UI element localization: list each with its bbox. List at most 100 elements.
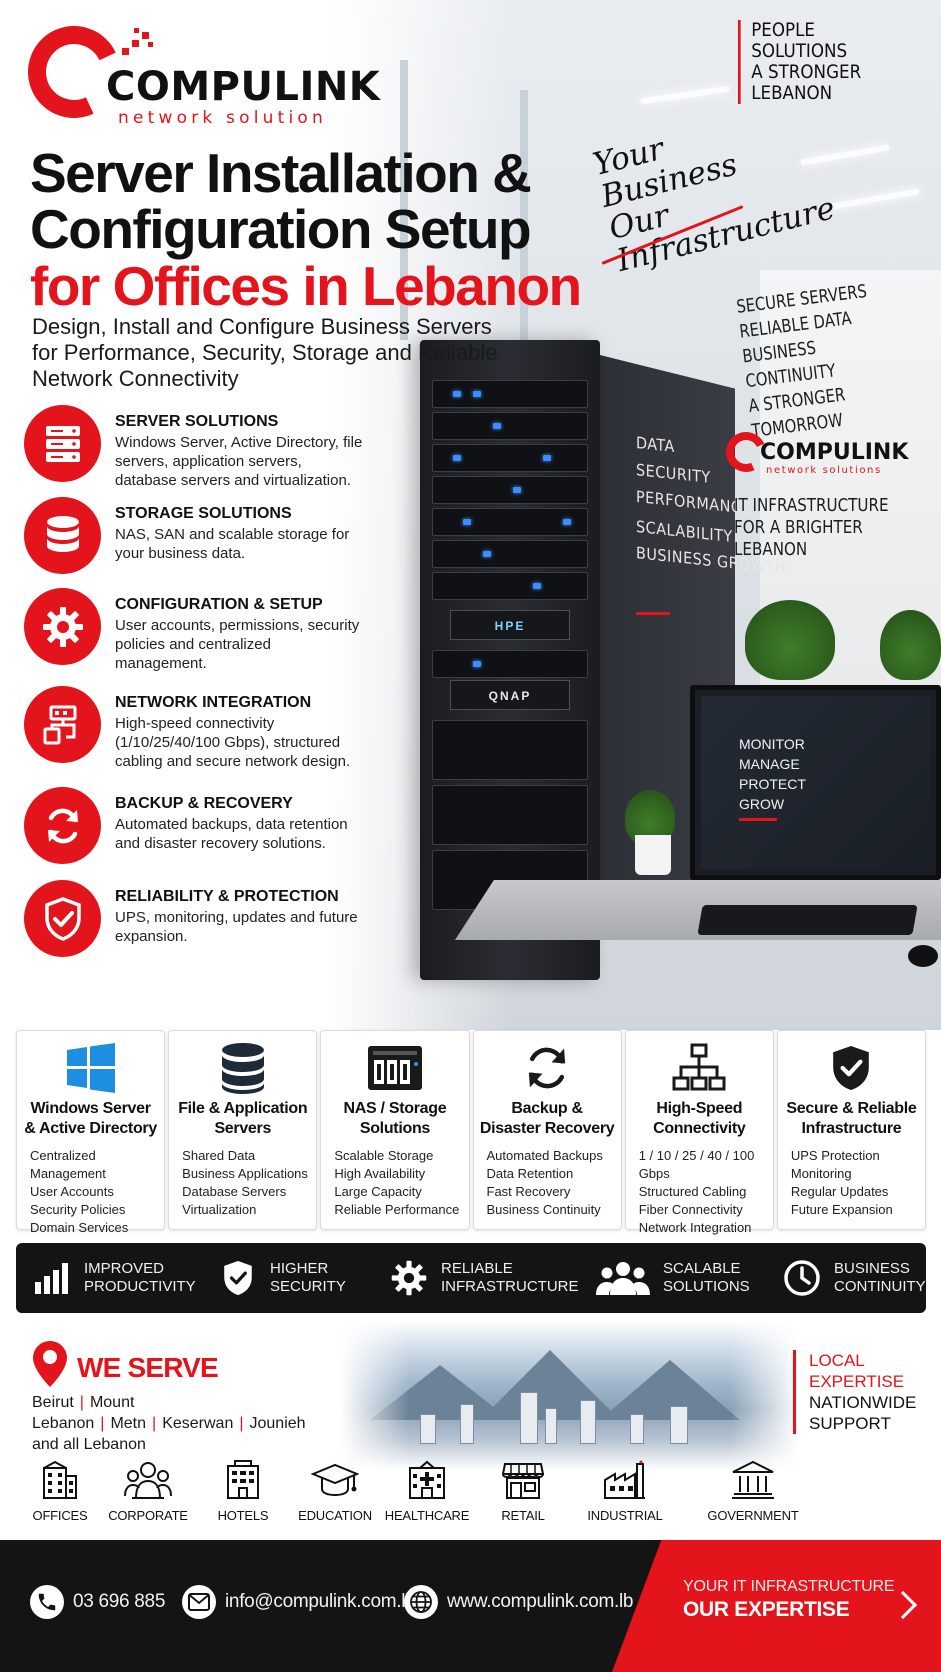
footer: 03 696 885 info@compulink.com.lb www.com… bbox=[0, 1540, 941, 1672]
card-list-item: Business Applications bbox=[182, 1166, 308, 1181]
rack-unit bbox=[432, 412, 588, 440]
title-line: Server Installation & bbox=[30, 142, 532, 204]
card-title: Windows Server & Active Directory bbox=[24, 1100, 157, 1137]
city-name: Jounieh bbox=[249, 1415, 306, 1432]
sector-hotels: HOTELS bbox=[193, 1458, 293, 1523]
users-icon bbox=[595, 1258, 651, 1298]
slogan: PEOPLE SOLUTIONS A STRONGER LEBANON bbox=[738, 20, 861, 104]
card-list-item: Security Policies bbox=[30, 1202, 126, 1217]
feature-title: BACKUP & RECOVERY bbox=[115, 795, 293, 812]
nas-icon bbox=[321, 1041, 468, 1095]
sector-label: INDUSTRIAL bbox=[587, 1508, 663, 1523]
contact-email[interactable]: info@compulink.com.lb bbox=[182, 1585, 416, 1619]
footer-tagline-bold: OUR EXPERTISE bbox=[683, 1598, 850, 1621]
website-url: www.compulink.com.lb bbox=[447, 1591, 634, 1612]
contact-phone[interactable]: 03 696 885 bbox=[30, 1585, 165, 1619]
card-list-item: 1 / 10 / 25 / 40 / 100 Gbps bbox=[638, 1148, 755, 1181]
card-list-item: UPS Protection bbox=[790, 1148, 880, 1163]
gear-icon bbox=[24, 588, 101, 665]
rack-unit bbox=[432, 572, 588, 600]
plant-pot bbox=[635, 835, 671, 875]
sector-offices: OFFICES bbox=[10, 1458, 110, 1523]
subheadline: Design, Install and Configure Business S… bbox=[32, 314, 498, 391]
database-icon bbox=[169, 1041, 316, 1095]
rack-unit bbox=[432, 785, 588, 845]
slogan-line: SOLUTIONS bbox=[751, 40, 848, 62]
window-frame bbox=[400, 60, 408, 340]
expertise-line: NATIONWIDE bbox=[809, 1393, 917, 1412]
feature-title: SERVER SOLUTIONS bbox=[115, 413, 279, 430]
sector-label: HOTELS bbox=[217, 1508, 269, 1523]
sectors-row: OFFICES CORPORATE HOTELS EDUCATION HEALT… bbox=[20, 1458, 920, 1528]
service-card-file-app-servers[interactable]: File & Application Servers Shared Data B… bbox=[168, 1030, 318, 1230]
card-list-item: Network Integration bbox=[638, 1220, 752, 1235]
feature-title: STORAGE SOLUTIONS bbox=[115, 505, 292, 522]
feature-title: NETWORK INTEGRATION bbox=[115, 694, 312, 711]
footer-red-panel bbox=[612, 1540, 941, 1672]
card-list: Automated Backups Data Retention Fast Re… bbox=[487, 1147, 617, 1219]
card-list-item: Domain Services bbox=[30, 1220, 129, 1235]
city-name: Keserwan bbox=[162, 1415, 234, 1432]
wall-logo-tagline: network solutions bbox=[766, 465, 882, 476]
divider: | bbox=[152, 1415, 157, 1432]
sector-corporate: CORPORATE bbox=[98, 1458, 198, 1523]
government-building-icon bbox=[698, 1458, 808, 1502]
service-card-windows-server[interactable]: Windows Server & Active Directory Centra… bbox=[16, 1030, 166, 1235]
wall-line: IT INFRASTRUCTURE bbox=[734, 495, 889, 516]
gear-icon bbox=[389, 1258, 429, 1298]
rack-unit bbox=[432, 476, 588, 504]
contact-website[interactable]: www.compulink.com.lb bbox=[404, 1585, 633, 1619]
service-card-nas-storage[interactable]: NAS / Storage Solutions Scalable Storage… bbox=[320, 1030, 470, 1230]
card-title: NAS / Storage Solutions bbox=[343, 1100, 447, 1137]
sector-label: RETAIL bbox=[501, 1508, 545, 1523]
card-title: File & Application Servers bbox=[178, 1100, 308, 1137]
phone-icon bbox=[30, 1585, 64, 1619]
service-card-backup-recovery[interactable]: Backup & Disaster Recovery Automated Bac… bbox=[472, 1030, 622, 1230]
brand-logo[interactable]: COMPULINK network solution bbox=[15, 13, 398, 131]
monitor-words: MONITOR MANAGE PROTECT GROW bbox=[739, 734, 806, 814]
monitor-word: PROTECT bbox=[739, 776, 806, 792]
hierarchy-icon bbox=[626, 1041, 773, 1095]
sector-government: GOVERNMENT bbox=[698, 1458, 808, 1523]
rack-label-qnap: QNAP bbox=[450, 680, 570, 710]
wall-logo-name: COMPULINK bbox=[760, 440, 909, 465]
card-list-item: Data Retention bbox=[486, 1166, 574, 1181]
sector-healthcare: HEALTHCARE bbox=[377, 1458, 477, 1523]
shield-check-icon bbox=[24, 880, 101, 957]
service-card-secure-infrastructure[interactable]: Secure & Reliable Infrastructure UPS Pro… bbox=[776, 1030, 927, 1230]
monitor-word: MONITOR bbox=[739, 736, 805, 752]
we-serve-title: WE SERVE bbox=[77, 1352, 219, 1383]
server-icon bbox=[24, 405, 101, 482]
sector-retail: RETAIL bbox=[473, 1458, 573, 1523]
factory-icon bbox=[575, 1458, 675, 1502]
sector-label: GOVERNMENT bbox=[707, 1508, 799, 1523]
sector-industrial: INDUSTRIAL bbox=[575, 1458, 675, 1523]
shield-check-icon bbox=[778, 1041, 925, 1095]
benefit-line: PRODUCTIVITY bbox=[84, 1278, 196, 1295]
wall-text-secondary: IT INFRASTRUCTURE FOR A BRIGHTER LEBANON bbox=[734, 495, 889, 561]
benefit-line: RELIABLE bbox=[441, 1260, 513, 1277]
wall-logo: COMPULINK network solutions bbox=[720, 426, 908, 492]
windows-icon bbox=[17, 1041, 164, 1095]
card-list-item: Shared Data bbox=[182, 1148, 256, 1163]
card-list-item: Monitoring bbox=[790, 1166, 852, 1181]
sector-education: EDUCATION bbox=[285, 1458, 385, 1523]
rack-word-data: DATA bbox=[636, 432, 675, 457]
card-title: Backup & Disaster Recovery bbox=[479, 1100, 615, 1137]
rack-unit bbox=[432, 380, 588, 408]
card-list-item: Large Capacity bbox=[334, 1184, 422, 1199]
service-card-high-speed-connectivity[interactable]: High-Speed Connectivity 1 / 10 / 25 / 40… bbox=[624, 1030, 774, 1235]
feature-description: User accounts, permissions, security pol… bbox=[115, 617, 360, 672]
monitor: MONITOR MANAGE PROTECT GROW bbox=[690, 685, 941, 880]
benefit-line: SECURITY bbox=[270, 1278, 346, 1295]
benefit-line: SOLUTIONS bbox=[663, 1278, 750, 1295]
logo-pixel-dots bbox=[104, 26, 154, 56]
city-name: Beirut bbox=[32, 1394, 74, 1411]
card-list-item: Reliable Performance bbox=[334, 1202, 460, 1217]
